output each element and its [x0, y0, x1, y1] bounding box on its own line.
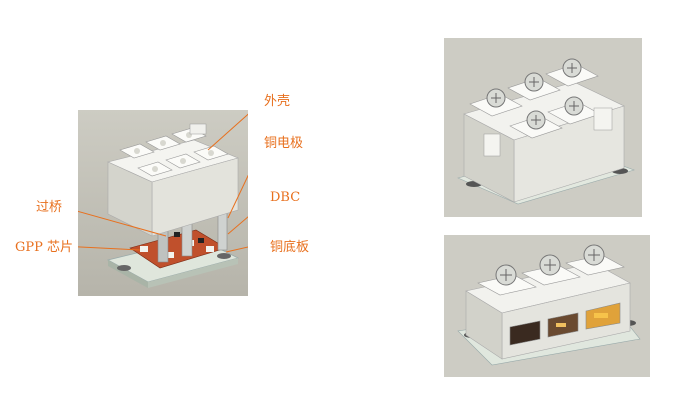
- cutaway-module-render: [444, 235, 650, 377]
- callout-copper-base: 铜底板: [270, 240, 310, 255]
- assembled-module-illustration: [444, 38, 642, 217]
- callout-bridge: 过桥: [36, 200, 63, 215]
- exploded-module-render: [78, 110, 248, 296]
- assembled-module-render: [444, 38, 642, 217]
- cutaway-module-illustration: [444, 235, 650, 377]
- callout-gpp-chip: GPP 芯片: [15, 240, 74, 255]
- exploded-module-illustration: [78, 110, 248, 296]
- callout-copper-electrode: 铜电极: [264, 136, 304, 151]
- callout-housing: 外壳: [264, 94, 291, 109]
- callout-dbc: DBC: [270, 190, 301, 205]
